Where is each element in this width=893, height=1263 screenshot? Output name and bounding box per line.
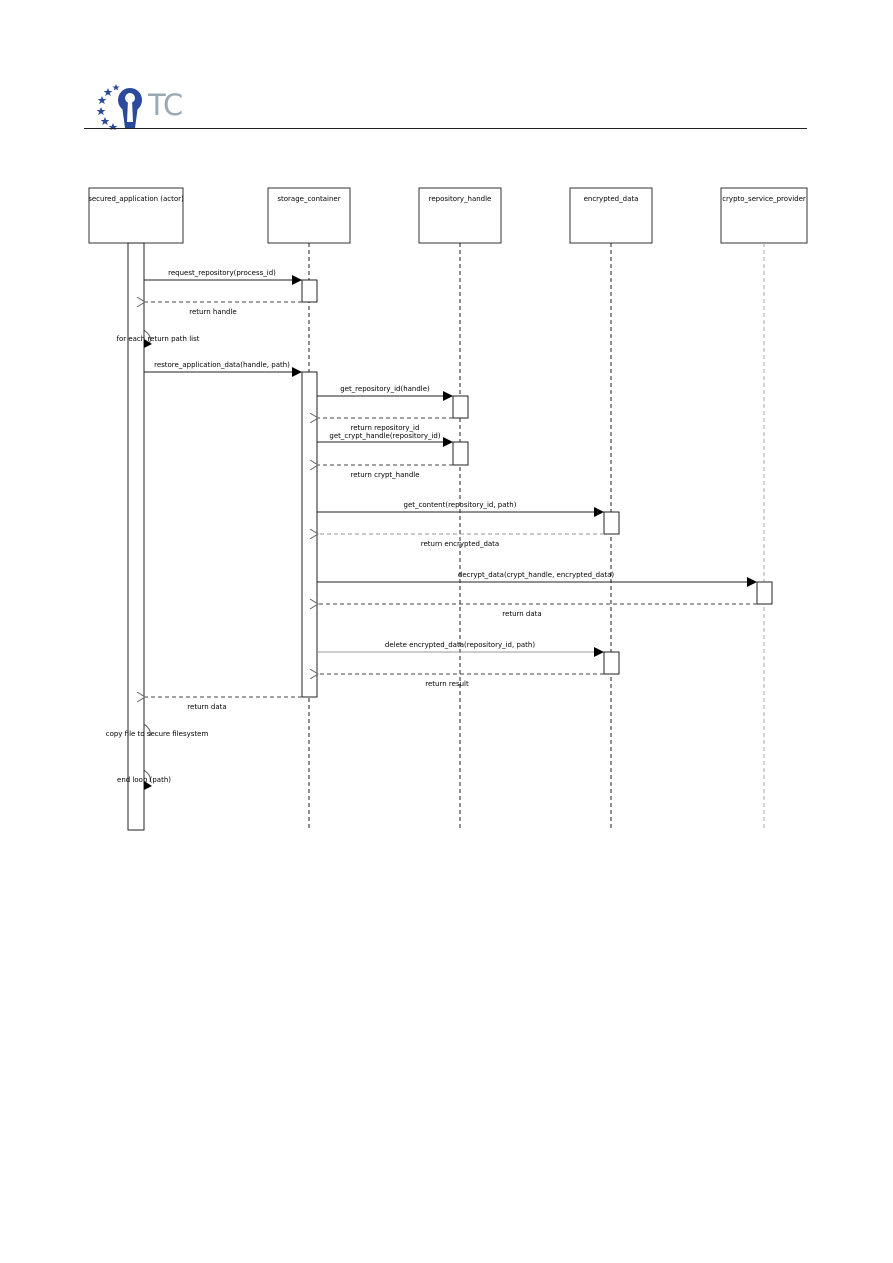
- message-get-crypt-handle: get_crypt_handle(repository_id): [317, 432, 453, 447]
- message-return-repository-id: return repository_id: [318, 418, 453, 432]
- message-label: delete encrypted_data(repository_id, pat…: [385, 641, 535, 649]
- header-rule: [84, 128, 807, 129]
- activation-encrypted-data-1: [603, 511, 620, 535]
- message-restore-application-data: restore_application_data(handle, path): [144, 361, 302, 377]
- message-copy-file-to-secure-filesystem: copy file to secure filesystem: [106, 723, 209, 738]
- message-label: request_repository(process_id): [168, 269, 276, 277]
- message-label: get_crypt_handle(repository_id): [329, 432, 440, 440]
- message-label: return data: [187, 703, 226, 711]
- participant-label: storage_container: [277, 195, 340, 203]
- message-return-crypt-handle: return crypt_handle: [318, 465, 453, 479]
- message-return-handle: return handle: [145, 302, 302, 316]
- message-label: copy file to secure filesystem: [106, 730, 209, 738]
- message-label: get_repository_id(handle): [340, 385, 430, 393]
- message-label: return crypt_handle: [350, 471, 419, 479]
- message-return-result: return result: [318, 674, 604, 688]
- activation-repository-handle-1: [452, 395, 469, 419]
- message-label: return result: [425, 680, 469, 688]
- message-get-content: get_content(repository_id, path): [317, 501, 604, 517]
- message-label: return repository_id: [351, 424, 420, 432]
- participant-storage-container: storage_container: [267, 187, 351, 244]
- activation-crypto-service-provider: [756, 581, 773, 605]
- message-end-loop-path: end loop (path): [117, 769, 171, 790]
- message-for-each-return-path-list: for each return path list: [116, 329, 200, 348]
- itc-logo: [96, 84, 142, 130]
- message-label: return handle: [189, 308, 237, 316]
- page-header: TC: [0, 0, 893, 135]
- message-decrypt-data: decrypt_data(crypt_handle, encrypted_dat…: [317, 571, 757, 587]
- message-label: restore_application_data(handle, path): [154, 361, 290, 369]
- message-get-repository-id: get_repository_id(handle): [317, 385, 453, 401]
- message-label: decrypt_data(crypt_handle, encrypted_dat…: [458, 571, 614, 579]
- message-label: end loop (path): [117, 776, 171, 784]
- participant-encrypted-data: encrypted_data: [569, 187, 653, 244]
- message-label: for each return path list: [116, 335, 199, 343]
- activation-secured-application: [127, 242, 145, 831]
- participant-crypto-service-provider: crypto_service_provider: [720, 187, 808, 244]
- activation-repository-handle-2: [452, 441, 469, 466]
- message-request-repository: request_repository(process_id): [144, 269, 302, 285]
- logo-text: TC: [148, 88, 183, 122]
- message-label: get_content(repository_id, path): [404, 501, 517, 509]
- participant-label: encrypted_data: [584, 195, 639, 203]
- message-return-encrypted-data: return encrypted_data: [318, 534, 604, 548]
- message-label: return encrypted_data: [421, 540, 499, 548]
- message-return-data-csp: return data: [318, 604, 757, 618]
- activation-storage-container-1: [301, 279, 318, 303]
- activation-encrypted-data-2: [603, 651, 620, 675]
- keyhole-icon: [118, 88, 142, 128]
- participant-label: crypto_service_provider: [722, 195, 806, 203]
- participant-label: secured_application (actor): [88, 195, 184, 203]
- message-label: return data: [502, 610, 541, 618]
- activation-storage-container-2: [301, 371, 318, 698]
- participant-secured-application: secured_application (actor): [88, 187, 184, 244]
- participant-repository-handle: repository_handle: [418, 187, 502, 244]
- message-return-data-app: return data: [145, 697, 302, 711]
- star-icon-group: [96, 84, 120, 130]
- message-delete-encrypted-data: delete encrypted_data(repository_id, pat…: [317, 641, 604, 657]
- participant-label: repository_handle: [429, 195, 492, 203]
